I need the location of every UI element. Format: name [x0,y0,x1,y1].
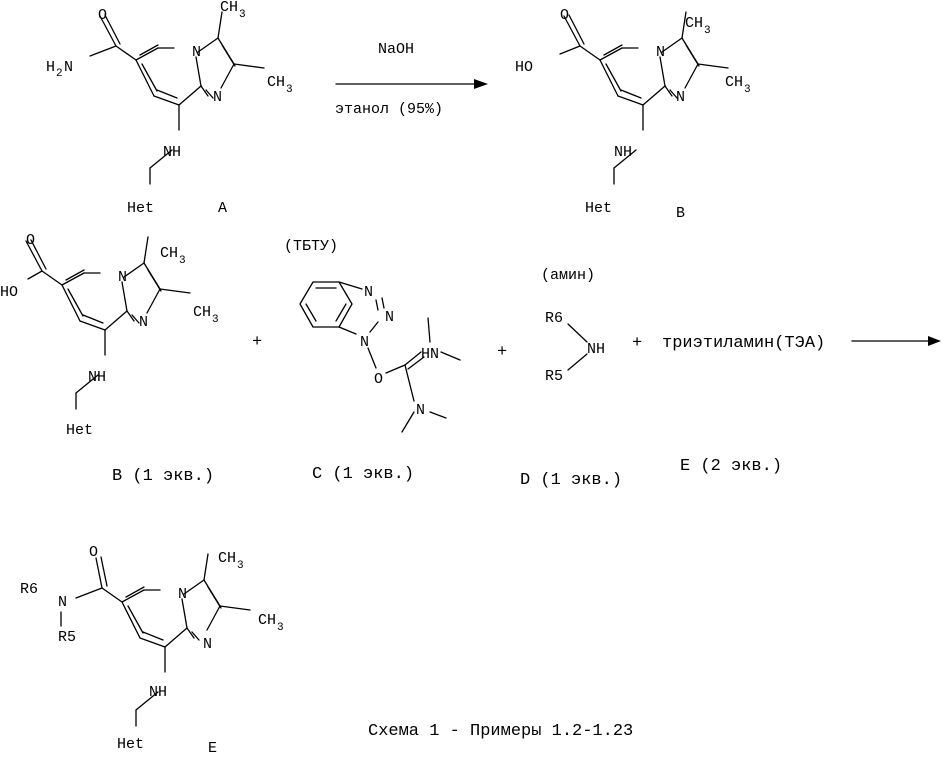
solvent-ethanol: этанол (95%) [335,101,443,118]
plus-1: + [252,333,262,352]
e-ch3-top: CH [218,550,236,567]
b-ch3-top-sub: 3 [704,25,711,37]
e-nh-atom: NH [149,684,167,701]
d-r6: R6 [545,310,563,327]
e-r5: R5 [58,629,76,646]
compound-e-product [60,553,251,727]
compound-d-amine [567,323,588,371]
b-ch3-right-sub: 3 [744,84,751,96]
b2-n-imidazole-atom: N [139,314,148,331]
b-n-imidazole-atom: N [676,89,685,106]
a-het: Het [127,200,154,217]
a-n-amide-atom: N [64,59,73,76]
a-n-imidazole-atom: N [213,89,222,106]
b-nh-atom: NH [614,144,632,161]
label-b: B [676,205,685,222]
b-ho-atom: HO [515,59,533,76]
label-a: A [218,200,227,217]
b2-ch3-right-sub: 3 [212,314,219,326]
e-n-imidazole-atom: N [203,636,212,653]
a-ch3-top: CH [220,0,238,16]
reagent-amine-name: (амин) [541,267,595,284]
e-ch3-top-sub: 3 [237,560,244,572]
c-o-atom: O [374,371,383,388]
a-h2-subscript: 2 [56,68,63,80]
e-ch3-right: CH [258,612,276,629]
e-n-bridge-atom: N [178,586,187,603]
compound-c-tbtu [299,281,461,433]
a-nh-atom: NH [163,144,181,161]
e-ch3-right-sub: 3 [277,622,284,634]
b2-ch3-top: CH [160,245,178,262]
label-e: E [208,740,217,757]
compound-b-middle [25,236,191,410]
e-r6: R6 [20,581,38,598]
c-n-top: N [364,284,373,301]
label-c-equiv: C (1 экв.) [312,465,414,484]
c-n-right: N [385,309,394,326]
b2-ch3-top-sub: 3 [179,255,186,267]
b2-o-atom: O [26,232,35,249]
b-n-bridge-atom: N [656,44,665,61]
reagent-naoh: NaOH [378,41,414,58]
a-o-atom: O [98,7,107,24]
c-hn-atom: HN [421,346,439,363]
e-o-atom: O [89,544,98,561]
e-n-amide: N [58,594,67,611]
b2-n-bridge-atom: N [118,269,127,286]
c-n-bottom: N [360,334,369,351]
label-d-equiv: D (1 экв.) [520,471,622,490]
a-n-bridge-atom: N [192,44,201,61]
a-ch3-right: CH [267,74,285,91]
a-ch3-top-sub: 3 [239,9,246,21]
d-nh: NH [587,341,605,358]
c-n-dimethyl: N [416,402,425,419]
d-r5: R5 [545,368,563,385]
reagent-tbtu-name: (ТБТУ) [284,238,338,255]
label-e-equiv: E (2 экв.) [680,457,782,476]
b-ch3-top: CH [685,15,703,32]
b2-ch3-right: CH [193,304,211,321]
plus-3: + [632,334,642,353]
label-b-equiv: B (1 экв.) [112,467,214,486]
b2-het: Het [66,422,93,439]
b-o-atom: O [560,7,569,24]
plus-2: + [497,343,507,362]
b-ch3-right: CH [725,74,743,91]
a-h-atom: H [46,59,55,76]
compound-a [89,11,265,185]
b2-nh-atom: NH [88,369,106,386]
b-het: Het [585,200,612,217]
scheme-caption: Схема 1 - Примеры 1.2-1.23 [368,722,633,741]
b2-ho-atom: HO [0,284,18,301]
a-ch3-right-sub: 3 [286,84,293,96]
compound-b-top [559,11,729,185]
e-het: Het [117,736,144,753]
base-tea: триэтиламин(ТЭА) [662,334,825,353]
